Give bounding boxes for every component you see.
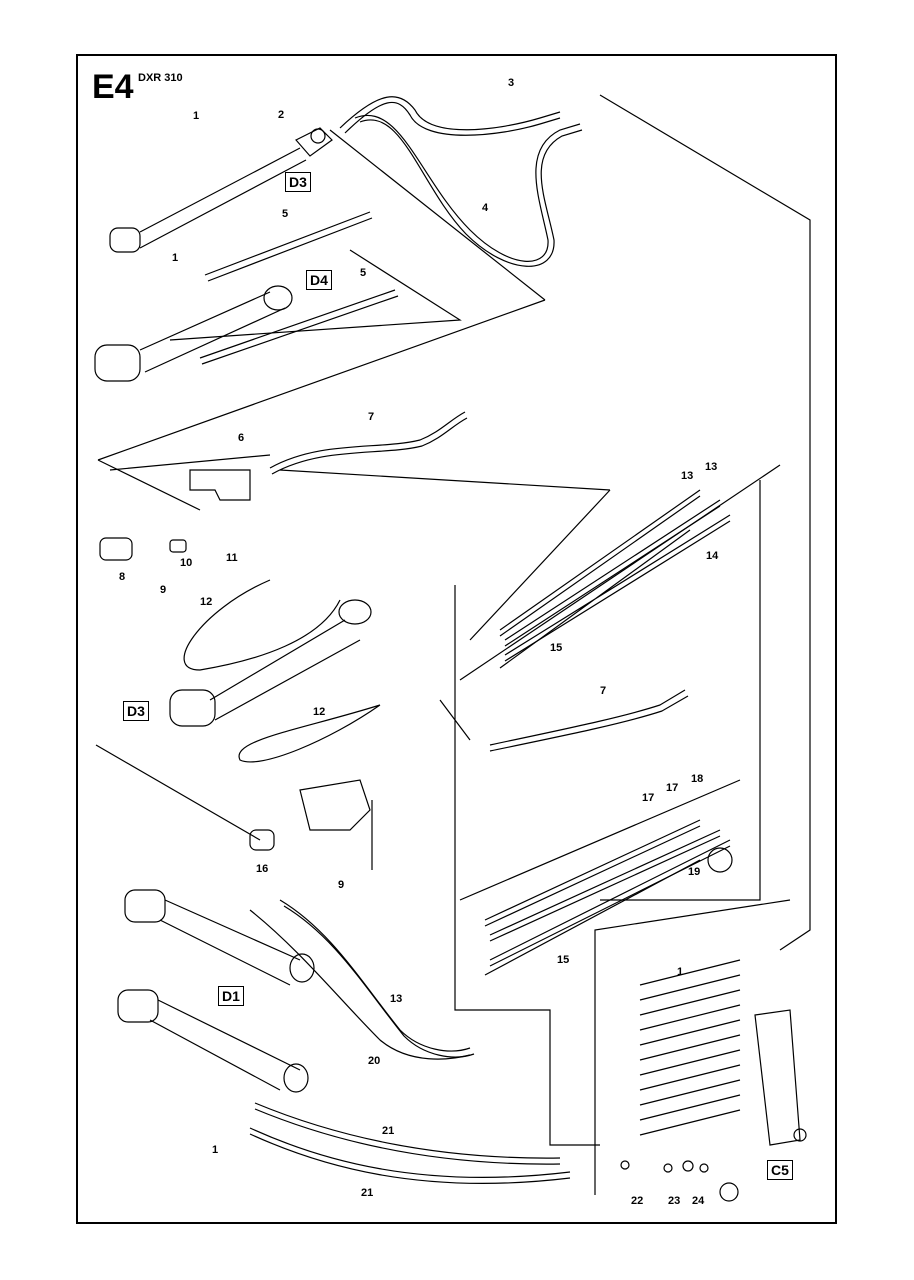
hose-7-upper xyxy=(269,411,468,475)
part-label: 11 xyxy=(226,552,238,564)
part-label: 17 xyxy=(666,782,679,794)
hoses-21 xyxy=(249,1102,571,1185)
part-label: 16 xyxy=(256,863,269,875)
cylinder-top xyxy=(109,127,333,253)
part-label: 17 xyxy=(642,792,655,804)
part-label: 2 xyxy=(278,109,285,121)
page-code: E4 xyxy=(92,68,134,106)
part-label: 24 xyxy=(692,1195,705,1207)
ref-d1[interactable]: D1 xyxy=(218,986,244,1006)
part-label: 5 xyxy=(282,208,289,220)
part-label: 9 xyxy=(338,879,345,891)
ref-d3-mid[interactable]: D3 xyxy=(123,701,149,721)
part-label: 13 xyxy=(705,461,718,473)
part-label: 9 xyxy=(160,584,167,596)
part-label: 15 xyxy=(557,954,570,966)
part-label: 15 xyxy=(550,642,563,654)
part-label: 4 xyxy=(482,202,489,214)
part-label: 23 xyxy=(668,1195,681,1207)
part-label: 6 xyxy=(238,432,245,444)
part-label: 19 xyxy=(688,866,701,878)
hose-7-lower xyxy=(489,689,689,752)
cylinder-mid xyxy=(169,579,381,763)
ref-d4[interactable]: D4 xyxy=(306,270,332,290)
ref-d3-top[interactable]: D3 xyxy=(285,172,311,192)
cylinders-d1 xyxy=(117,889,315,1093)
part-label: 1 xyxy=(677,966,684,978)
part-label: 12 xyxy=(313,706,326,718)
part-label: 14 xyxy=(706,550,719,562)
part-label: 12 xyxy=(200,596,213,608)
part-label: 1 xyxy=(212,1144,219,1156)
parts-22-24 xyxy=(620,1160,739,1202)
part-label: 18 xyxy=(691,773,704,785)
hose-group-17-18 xyxy=(484,819,733,976)
hose-13-20 xyxy=(249,899,475,1060)
bracket-9 xyxy=(249,779,373,870)
part-label: 21 xyxy=(382,1125,395,1137)
hose-3-4 xyxy=(339,96,583,267)
section-outlines xyxy=(95,94,811,1146)
bracket-6 xyxy=(99,469,251,561)
cylinder-second xyxy=(94,211,399,382)
part-label: 5 xyxy=(360,267,367,279)
part-label: 13 xyxy=(681,470,694,482)
part-label: 3 xyxy=(508,77,515,89)
part-label: 21 xyxy=(361,1187,374,1199)
part-label: 1 xyxy=(172,252,179,264)
part-label: 13 xyxy=(390,993,403,1005)
model-name: DXR 310 xyxy=(138,72,183,84)
part-label: 7 xyxy=(368,411,375,423)
part-label: 8 xyxy=(119,571,126,583)
part-label: 20 xyxy=(368,1055,381,1067)
part-label: 7 xyxy=(600,685,607,697)
diagram-frame xyxy=(76,54,837,1224)
part-label: 22 xyxy=(631,1195,644,1207)
valve-block-c5 xyxy=(594,899,807,1195)
hose-group-13-15 xyxy=(459,464,781,901)
ref-c5[interactable]: C5 xyxy=(767,1160,793,1180)
part-label: 1 xyxy=(193,110,200,122)
part-label: 10 xyxy=(180,557,193,569)
